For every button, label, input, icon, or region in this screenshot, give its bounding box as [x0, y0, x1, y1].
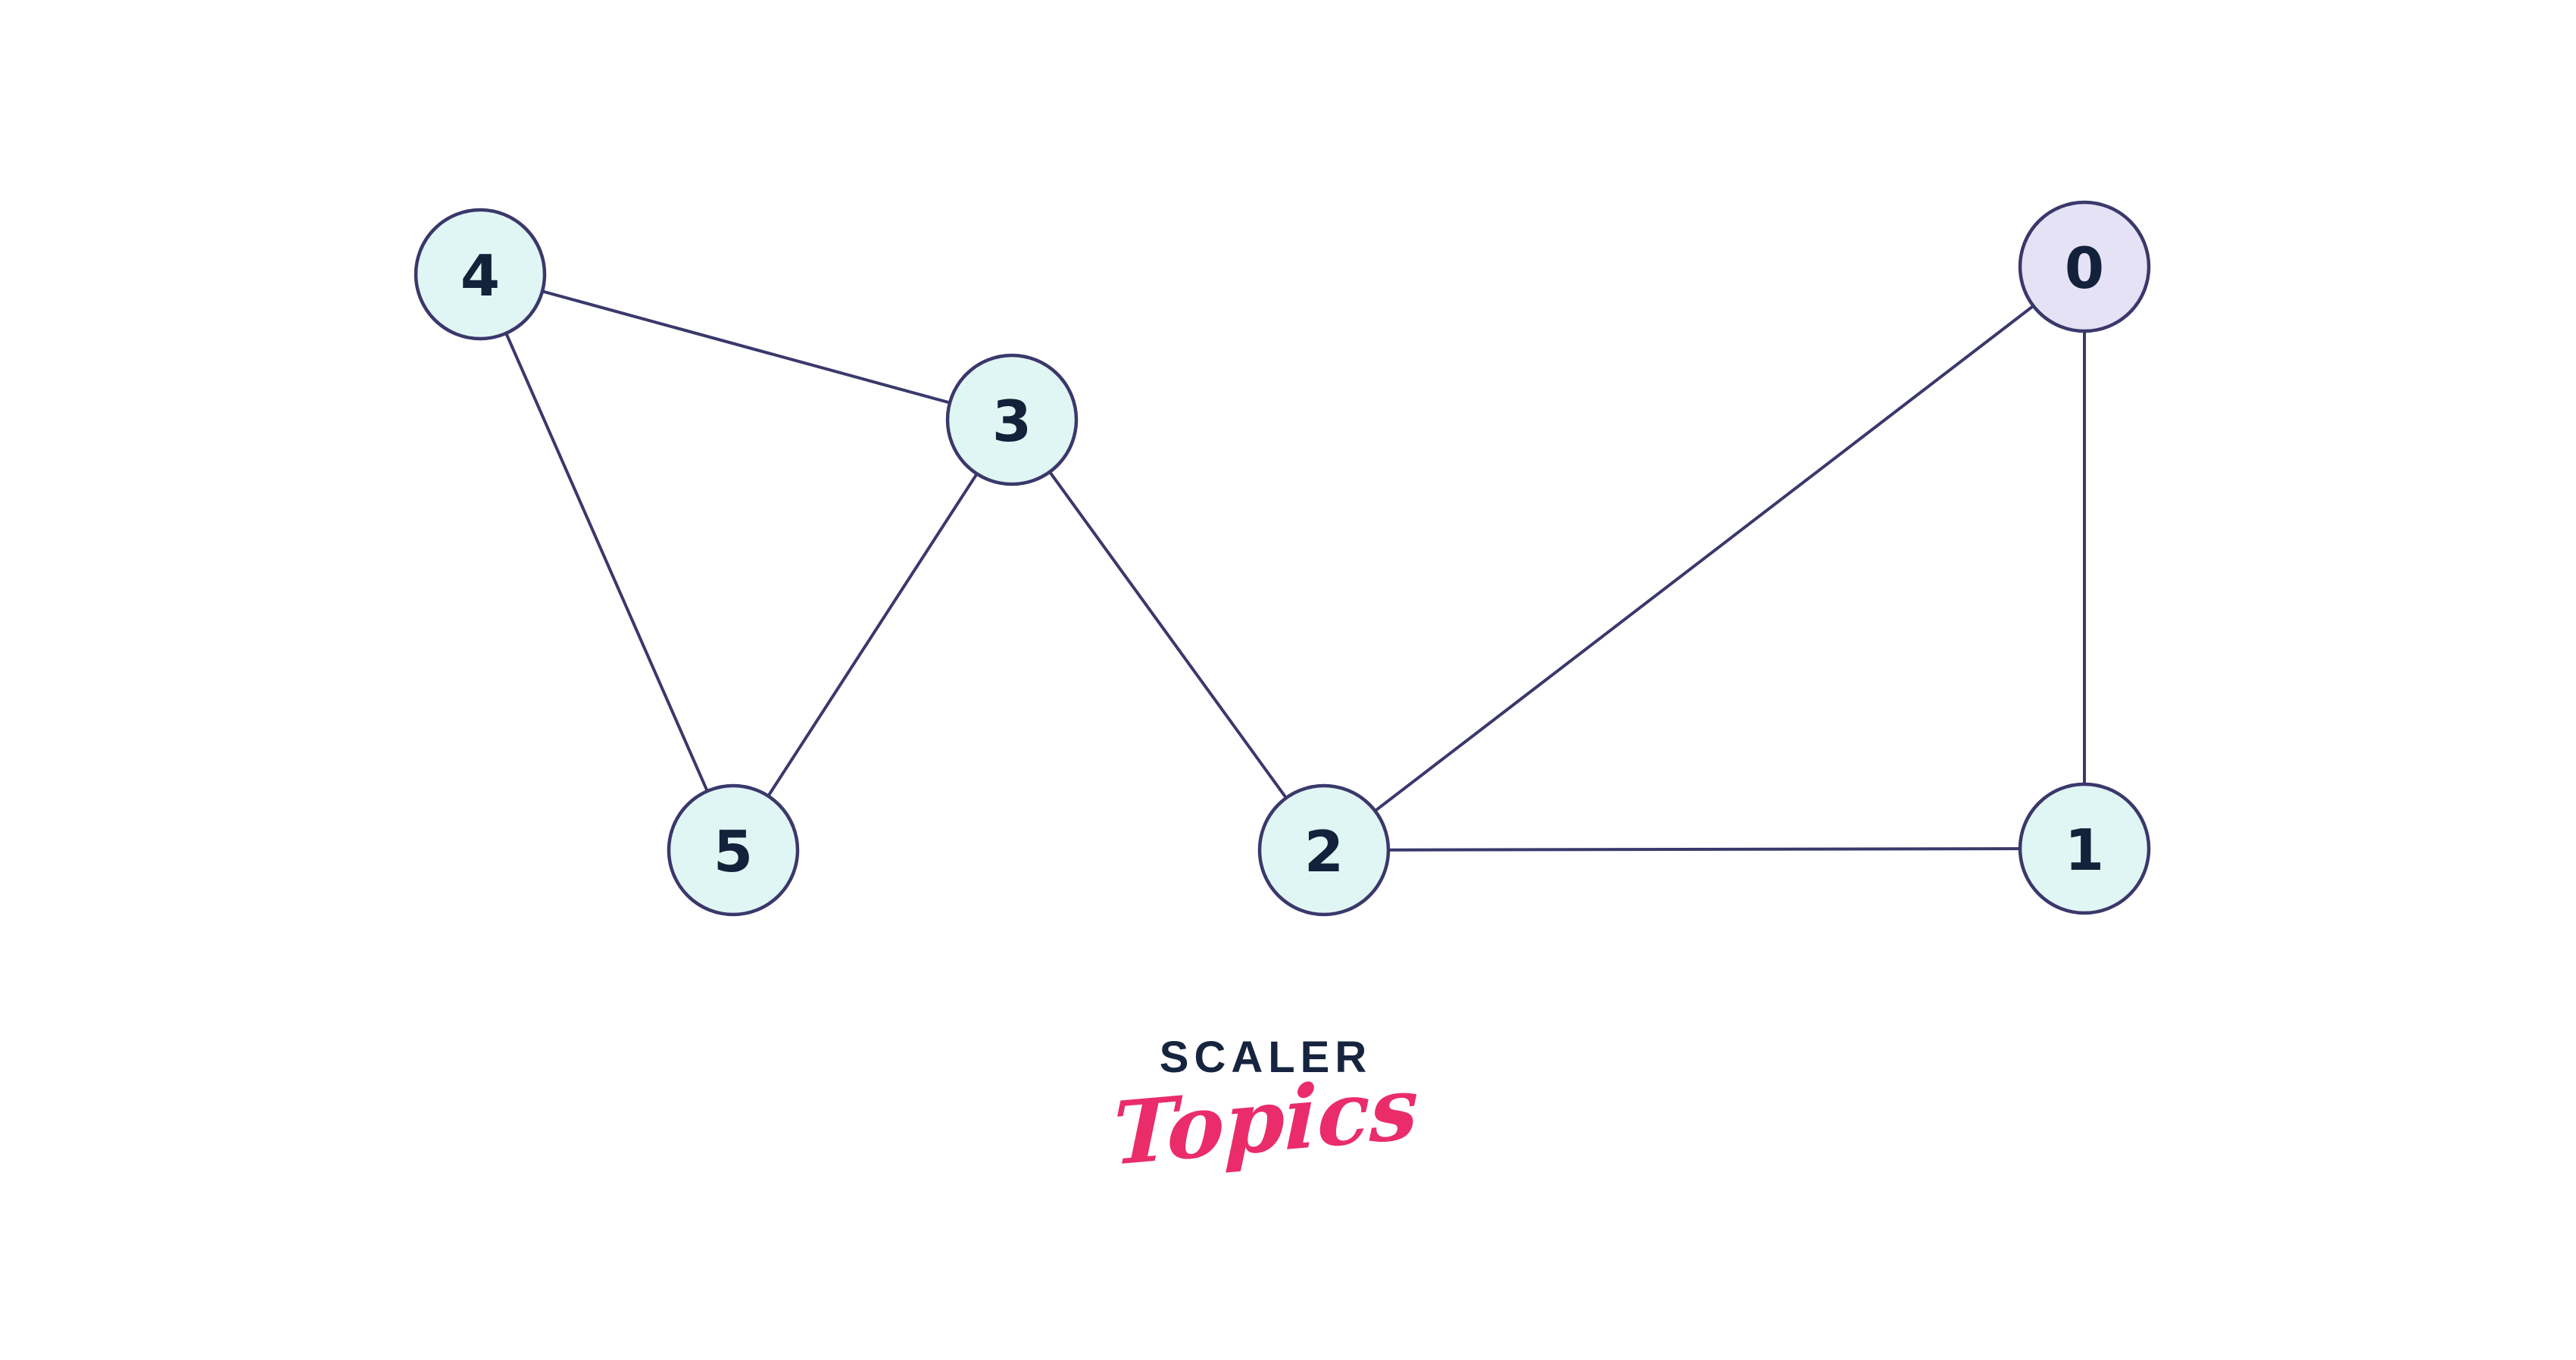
graph-node-3 — [945, 353, 1079, 486]
graph-node-label-3: 3 — [992, 388, 1032, 455]
graph-node-5 — [667, 783, 800, 917]
graph-node-label-4: 4 — [461, 242, 500, 309]
graph-node-label-1: 1 — [2065, 817, 2104, 883]
graph-node-0 — [2018, 200, 2151, 333]
graph-edge-3-2 — [1010, 418, 1325, 852]
graph-node-label-5: 5 — [713, 818, 753, 885]
logo-brand-text: SCALER — [1159, 1033, 1372, 1082]
graph-node-label-0: 0 — [2065, 235, 2104, 302]
graph-node-1 — [2018, 782, 2151, 915]
graph-edge-2-1 — [1323, 847, 2085, 852]
graph-edge-4-5 — [479, 274, 735, 851]
graph-edge-3-5 — [732, 418, 1013, 852]
graph-node-label-2: 2 — [1304, 818, 1344, 885]
graph-node-2 — [1257, 783, 1391, 917]
graph-edge-2-0 — [1322, 265, 2086, 852]
scaler-topics-logo: SCALER Topics — [1091, 1033, 1440, 1185]
graph-edge-4-3 — [479, 273, 1013, 421]
graph-node-4 — [414, 208, 547, 341]
